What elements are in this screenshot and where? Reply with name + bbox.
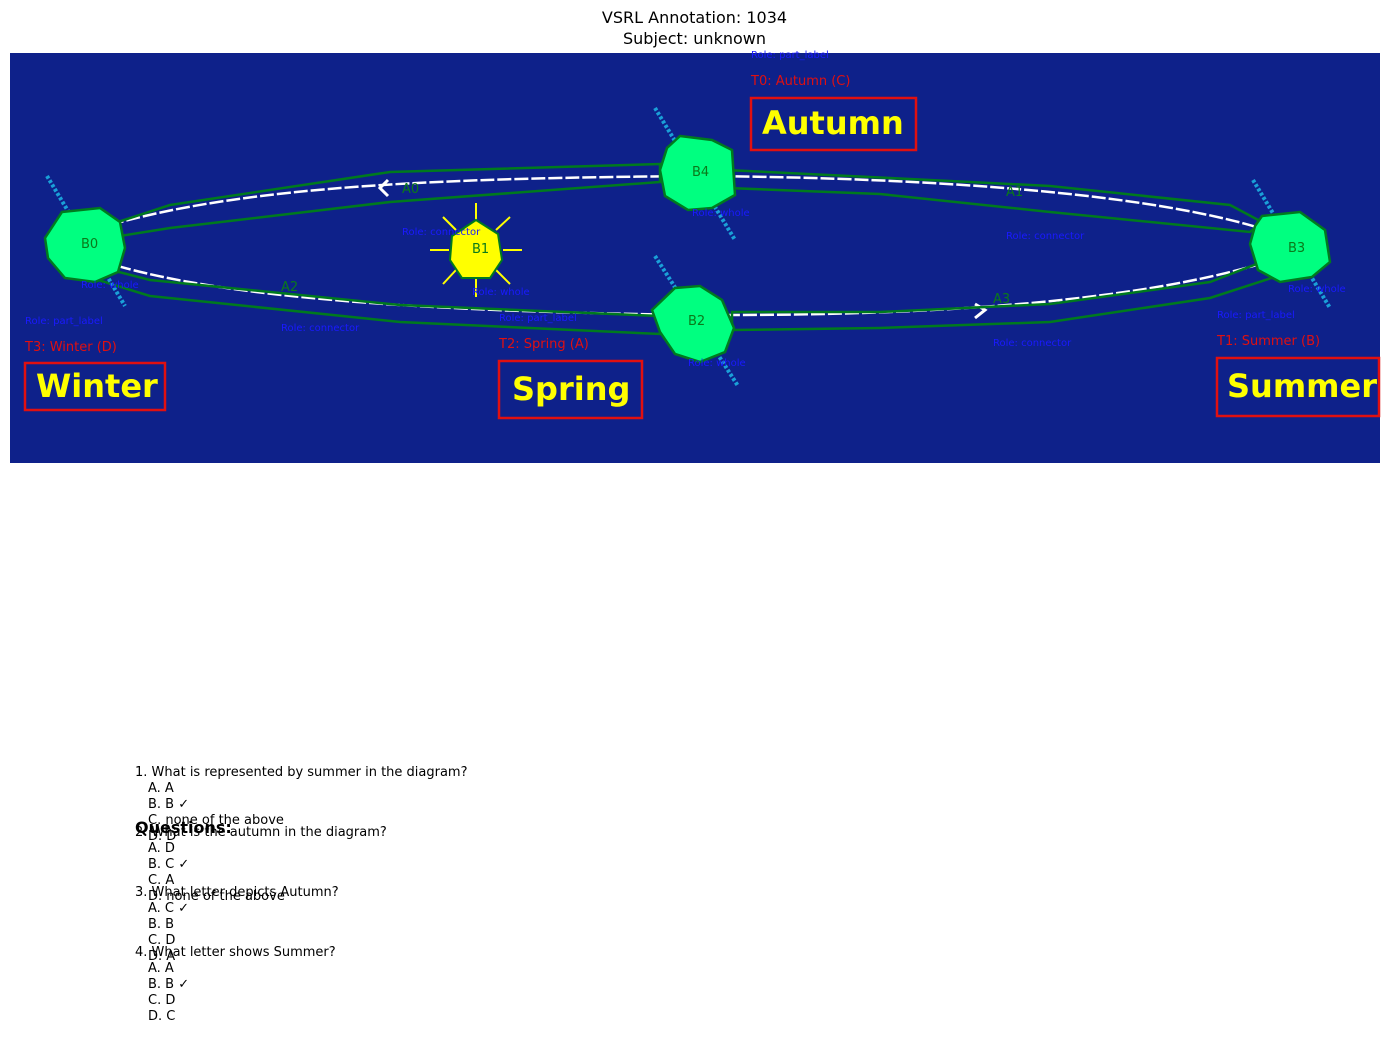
label-text-autumn: Autumn bbox=[762, 104, 904, 142]
label-text-spring: Spring bbox=[512, 370, 630, 408]
label-text-summer: Summer bbox=[1227, 367, 1377, 405]
role-b1: Role: whole bbox=[472, 287, 530, 298]
answer-option: C. none of the above bbox=[148, 813, 284, 828]
role-a2: Role: connector bbox=[281, 323, 360, 334]
role-winter: Role: part_label bbox=[25, 316, 103, 327]
label-id-summer: T1: Summer (B) bbox=[1216, 334, 1320, 349]
question-text: 3. What letter depicts Autumn? bbox=[135, 885, 339, 900]
label-box-summer: Summer bbox=[1215, 356, 1381, 418]
blob-id-b4: B4 bbox=[692, 165, 709, 180]
question-text: 1. What is represented by summer in the … bbox=[135, 765, 468, 780]
diagram-background bbox=[10, 53, 1380, 463]
label-box-autumn: Autumn bbox=[749, 96, 918, 152]
blob-id-b3: B3 bbox=[1288, 241, 1305, 256]
answer-option: B. C ✓ bbox=[148, 857, 190, 872]
answer-option: C. D bbox=[148, 933, 176, 948]
label-box-winter: Winter bbox=[23, 361, 167, 412]
answer-option: D. D bbox=[148, 829, 177, 844]
answer-option: A. C ✓ bbox=[148, 901, 190, 916]
role-a3: Role: connector bbox=[993, 338, 1072, 349]
role-summer: Role: part_label bbox=[1217, 310, 1295, 321]
answer-option: B. B bbox=[148, 917, 175, 932]
answer-option: A. A bbox=[148, 961, 174, 976]
label-box-spring: Spring bbox=[497, 359, 644, 420]
answer-option: D. none of the above bbox=[148, 889, 285, 904]
label-id-winter: T3: Winter (D) bbox=[24, 340, 117, 355]
blob-id-b0: B0 bbox=[81, 237, 98, 252]
arrow-id-a0: A0 bbox=[402, 182, 419, 197]
label-id-spring: T2: Spring (A) bbox=[498, 337, 589, 352]
question-text: 4. What letter shows Summer? bbox=[135, 945, 336, 960]
answer-option: C. D bbox=[148, 993, 176, 1008]
role-spring: Role: part_label bbox=[499, 313, 577, 324]
connector-outline-a0 bbox=[116, 162, 662, 238]
questions-heading: Questions: bbox=[135, 818, 232, 837]
question-4: 4. What letter shows Summer? A. A B. B ✓… bbox=[135, 945, 336, 1025]
arrow-id-a1: A1 bbox=[1006, 185, 1023, 200]
answer-option: B. B ✓ bbox=[148, 977, 190, 992]
blob-b0 bbox=[43, 206, 127, 284]
answer-option: A. A bbox=[148, 781, 174, 796]
arrow-id-a3: A3 bbox=[993, 292, 1010, 307]
blob-b4 bbox=[658, 134, 737, 212]
role-b3: Role: whole bbox=[1288, 284, 1346, 295]
role-autumn: Role: part_label bbox=[751, 50, 829, 61]
answer-option: D. A bbox=[148, 949, 176, 964]
orbit-diagram: Autumn Winter Spring Summer T0: Autumn (… bbox=[10, 50, 1381, 463]
role-a0: Role: connector bbox=[402, 227, 481, 238]
arrow-id-a2: A2 bbox=[281, 280, 298, 295]
blob-id-b2: B2 bbox=[688, 314, 705, 329]
question-2: 2. What is the autumn in the diagram? A.… bbox=[135, 825, 387, 905]
role-b2: Role: whole bbox=[688, 358, 746, 369]
label-text-winter: Winter bbox=[36, 367, 158, 405]
blob-b2 bbox=[650, 284, 736, 364]
answer-option: B. B ✓ bbox=[148, 797, 190, 812]
role-b4: Role: whole bbox=[692, 208, 750, 219]
blob-b3 bbox=[1248, 210, 1332, 284]
question-text: 2. What is the autumn in the diagram? bbox=[135, 825, 387, 840]
role-b0: Role: whole bbox=[81, 280, 139, 291]
question-3: 3. What letter depicts Autumn? A. C ✓ B.… bbox=[135, 885, 339, 965]
answer-option: C. A bbox=[148, 873, 175, 888]
arrowhead-a0 bbox=[377, 178, 390, 198]
answer-option: A. D bbox=[148, 841, 175, 856]
question-1: 1. What is represented by summer in the … bbox=[135, 765, 468, 845]
answer-option: D. C bbox=[148, 1009, 176, 1024]
label-id-autumn: T0: Autumn (C) bbox=[750, 74, 850, 89]
blob-id-b1: B1 bbox=[472, 242, 489, 257]
arrowhead-a3 bbox=[974, 302, 988, 320]
role-a1: Role: connector bbox=[1006, 231, 1085, 242]
sun-b1 bbox=[430, 203, 522, 297]
figure-title: VSRL Annotation: 1034 bbox=[601, 8, 788, 27]
figure-subtitle: Subject: unknown bbox=[623, 29, 766, 48]
